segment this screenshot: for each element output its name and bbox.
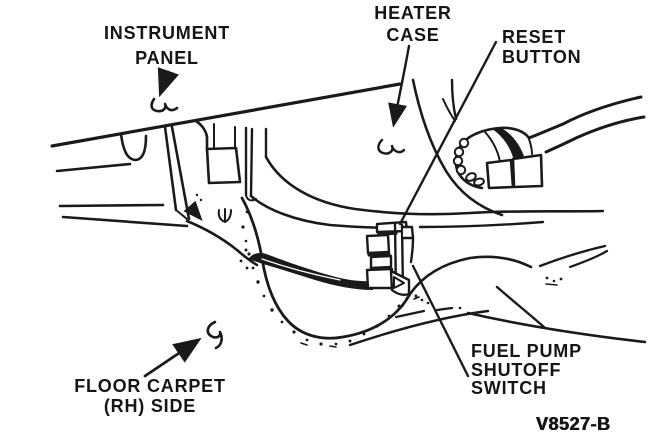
hand-art <box>452 95 646 190</box>
label-fuel-pump-shutoff-switch: FUEL PUMP SHUTOFF SWITCH <box>471 342 582 398</box>
label-line: BUTTON <box>502 47 582 67</box>
instrument-panel-art <box>50 82 402 228</box>
label-heater-case: HEATER CASE <box>366 2 460 46</box>
label-instrument-panel: INSTRUMENT PANEL <box>86 21 248 71</box>
callout-leaders <box>143 40 498 378</box>
label-line: CASE <box>386 25 440 45</box>
figure-code: V8527-B <box>536 414 611 434</box>
floor-carpet-art <box>183 193 647 348</box>
reset-button-leader <box>398 40 498 226</box>
floor-carpet-hook <box>206 320 223 350</box>
instrument-panel-arrow <box>157 67 179 98</box>
heater-case-arrow <box>388 44 411 128</box>
shutoff-switch-art <box>365 220 415 296</box>
wiring-harness-art <box>239 248 373 290</box>
label-line: FUEL PUMP <box>471 341 582 361</box>
label-line: PANEL <box>135 48 199 68</box>
label-reset-button: RESET BUTTON <box>502 27 581 67</box>
label-line: HEATER <box>374 3 452 23</box>
label-floor-carpet-rh-side: FLOOR CARPET (RH) SIDE <box>66 376 234 416</box>
carpet-stipple <box>195 193 563 346</box>
label-line: INSTRUMENT <box>104 23 230 43</box>
label-line: SHUTOFF <box>471 359 562 380</box>
heater-case-hook <box>377 138 406 155</box>
label-line: FLOOR CARPET <box>74 376 226 396</box>
floor-carpet-arrow <box>143 337 202 378</box>
label-line: (RH) SIDE <box>103 396 197 416</box>
shutoff-switch-leader <box>411 264 470 378</box>
label-line: SWITCH <box>471 378 547 398</box>
instrument-panel-hook <box>150 97 179 113</box>
label-line: RESET <box>502 27 567 47</box>
